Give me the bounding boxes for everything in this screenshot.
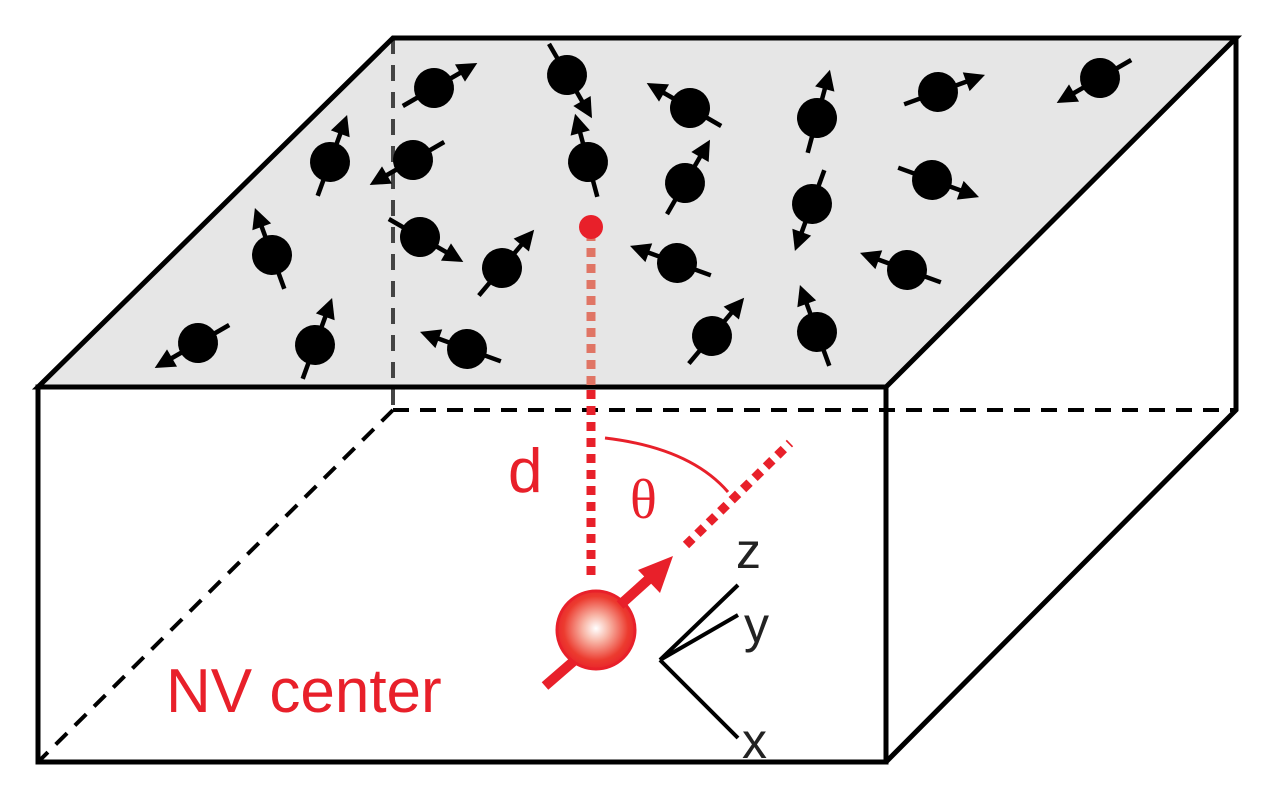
surface-spin	[1056, 58, 1133, 103]
axis-x-line	[658, 658, 740, 740]
spin-arrowhead	[420, 329, 443, 349]
axis-x-label: x	[742, 713, 767, 769]
surface-spin	[310, 115, 350, 197]
surface-spin	[369, 140, 446, 185]
spin-particle	[310, 142, 350, 182]
surface-spin	[646, 83, 723, 128]
surface-spin	[420, 329, 502, 369]
spin-particle	[918, 72, 958, 112]
spin-arrowhead	[154, 349, 178, 368]
surface-spin	[897, 160, 979, 200]
surface-spin	[860, 250, 942, 290]
spin-arrowhead	[330, 115, 350, 138]
surface-spin	[903, 72, 985, 112]
spin-particle	[393, 140, 433, 180]
axis-z-line	[658, 583, 740, 662]
spin-particle	[252, 235, 292, 275]
surface-spin	[792, 169, 832, 251]
spin-arrowhead	[646, 83, 670, 102]
nv-center-spin	[541, 556, 673, 690]
axis-z-label: z	[736, 523, 761, 579]
surface-spin	[547, 42, 592, 119]
surface-spin	[477, 229, 535, 298]
spin-particle	[797, 312, 837, 352]
surface-spin	[401, 63, 478, 108]
spin-arrowhead	[956, 180, 979, 200]
spin-particle	[547, 55, 587, 95]
nv-spin-arrowhead	[638, 556, 673, 593]
axis-y-line	[659, 613, 739, 662]
spin-particle	[568, 142, 608, 182]
spin-particle	[912, 160, 952, 200]
surface-spin	[387, 217, 464, 262]
spin-arrowhead	[440, 243, 464, 262]
spin-particle	[692, 316, 732, 356]
nv-axis-line	[682, 439, 794, 549]
front-face-outline	[35, 384, 889, 765]
surface-spin	[797, 285, 837, 367]
spin-arrowhead	[860, 250, 883, 270]
spin-particle	[414, 68, 454, 108]
nv-spin-tail	[541, 656, 579, 690]
spin-arrowhead	[573, 95, 592, 119]
spin-arrowhead	[369, 166, 393, 185]
spin-particle	[797, 98, 837, 138]
spin-particle	[178, 323, 218, 363]
spin-arrowhead	[570, 113, 590, 136]
spin-arrowhead	[815, 69, 835, 92]
spin-particle	[1080, 58, 1120, 98]
surface-spin	[252, 208, 292, 290]
box-outline	[31, 35, 1243, 765]
distance-label: d	[508, 437, 542, 506]
spin-arrowhead	[513, 229, 535, 252]
spin-arrowhead	[315, 298, 335, 321]
coordinate-axes: z y x	[658, 523, 769, 769]
spin-arrowhead	[691, 139, 710, 163]
spin-arrowhead	[1056, 84, 1080, 103]
surface-spin	[687, 297, 745, 366]
spin-arrowhead	[252, 208, 272, 231]
right-face-outline	[884, 38, 1239, 764]
spin-particle	[295, 325, 335, 365]
spin-particle	[670, 88, 710, 128]
spin-arrowhead	[454, 63, 478, 82]
surface-spin	[154, 323, 231, 368]
spin-particle	[400, 217, 440, 257]
nv-center-sphere	[555, 589, 637, 671]
spin-arrowhead	[797, 285, 817, 308]
surface-spins	[154, 42, 1133, 380]
spin-arrowhead	[962, 72, 985, 92]
surface-point	[579, 215, 603, 239]
axis-y-label: y	[744, 597, 769, 653]
angle-arc	[604, 436, 730, 493]
surface-spin	[797, 69, 837, 154]
spin-particle	[792, 184, 832, 224]
surface-spin	[665, 139, 710, 216]
surface-spin	[295, 298, 335, 380]
spin-arrowhead	[630, 243, 653, 263]
spin-particle	[665, 163, 705, 203]
surface-spin	[568, 113, 608, 198]
spin-particle	[447, 329, 487, 369]
spin-particle	[482, 248, 522, 288]
spin-arrowhead	[792, 228, 812, 251]
surface-spin	[630, 243, 712, 283]
spin-arrowhead	[723, 297, 745, 320]
hidden-left-bottom-edge	[36, 408, 395, 764]
angle-label: θ	[630, 469, 657, 531]
nv-center-label: NV center	[166, 657, 442, 726]
spin-particle	[887, 250, 927, 290]
spin-particle	[657, 243, 697, 283]
distance-line	[579, 215, 603, 575]
nv-spin-shaft	[616, 574, 654, 609]
